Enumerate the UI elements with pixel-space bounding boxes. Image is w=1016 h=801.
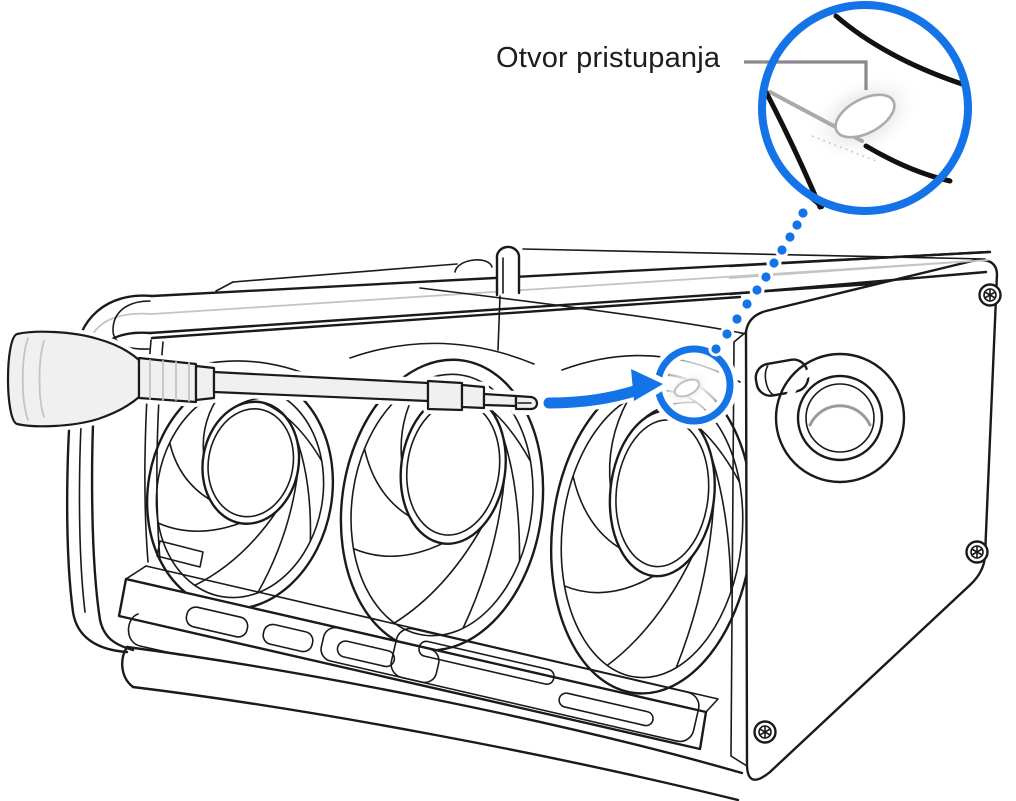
screwdriver — [3, 326, 545, 432]
bottom-rail — [121, 613, 744, 801]
panel-screw-bottom — [753, 720, 777, 744]
callout-label: Otvor pristupanja — [496, 42, 721, 74]
foot-ring — [774, 352, 906, 484]
lid-hump — [454, 259, 493, 273]
panel-screw-top — [978, 283, 1002, 307]
fan-blade-magnified — [833, 13, 965, 87]
bottom-structure — [117, 540, 744, 801]
io-slots — [185, 606, 700, 743]
top-bracket — [495, 245, 521, 351]
side-panel — [728, 250, 1002, 781]
panel-screw-right — [965, 540, 989, 564]
magnifier-circle — [744, 1, 972, 215]
screwdriver-ferrule — [137, 356, 198, 404]
arrow-icon — [539, 362, 670, 413]
access-hole — [673, 378, 701, 398]
io-tray — [117, 577, 708, 751]
access-hole-magnified — [834, 93, 896, 139]
dotted-connector-line — [708, 205, 811, 357]
screwdriver-bit — [482, 392, 518, 408]
leader-line — [744, 60, 868, 90]
